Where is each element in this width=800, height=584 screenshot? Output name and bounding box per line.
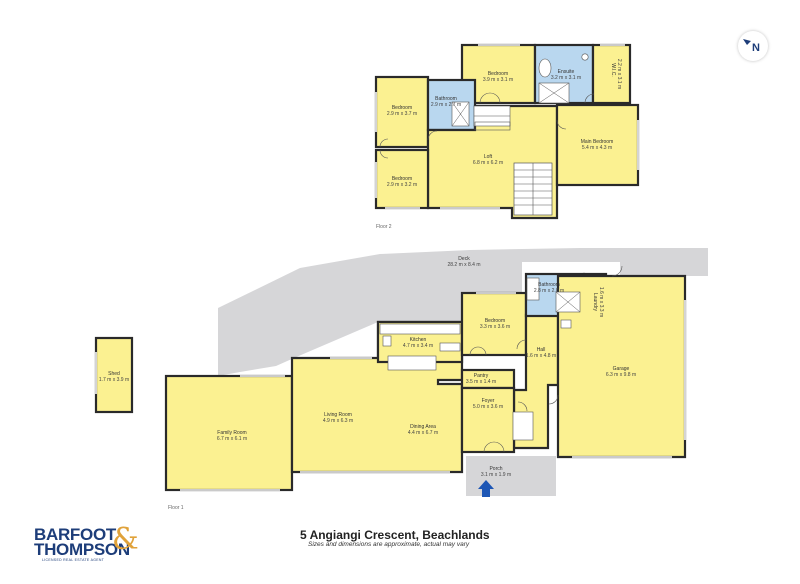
floor-1: [94, 248, 708, 497]
brand-line-2: THOMPSON: [34, 540, 130, 559]
label-foyer: Foyer: [482, 398, 495, 404]
floor-2: [374, 43, 640, 220]
compass-arrow-icon: N: [743, 39, 760, 54]
brand-tagline: LICENSED REAL ESTATE AGENT: [42, 558, 105, 562]
compass-letter: N: [752, 42, 760, 54]
floor-1-label: Floor 1: [168, 505, 184, 511]
dims-bedroom-c: 2.9 m x 3.2 m: [387, 182, 417, 188]
room-shed: [94, 336, 134, 414]
dims-laundry: 1.6 m x 3.3 m: [598, 287, 604, 317]
dims-wic: 2.2 m x 3.1 m: [616, 59, 622, 89]
dims-living: 4.9 m x 6.3 m: [323, 418, 353, 424]
dims-deck: 28.2 m x 8.4 m: [447, 262, 480, 268]
brand-logo: BARFOOT THOMPSON: [34, 525, 130, 559]
label-bedroom-d: Bedroom: [485, 318, 505, 324]
room-labels: Bedroom 3.9 m x 3.1 m Ensuite 3.2 m x 3.…: [99, 59, 636, 511]
label-bathroom-upper: Bathroom: [435, 96, 457, 102]
brand-ampersand: &: [112, 522, 139, 557]
dims-loft: 6.8 m x 6.2 m: [473, 160, 503, 166]
dims-pantry: 3.5 m x 1.4 m: [466, 379, 496, 385]
label-kitchen: Kitchen: [410, 337, 427, 343]
dims-main-bedroom: 5.4 m x 4.3 m: [582, 145, 612, 151]
label-dining: Dining Area: [410, 424, 436, 430]
compass: N: [738, 31, 768, 61]
dims-garage: 6.3 m x 9.8 m: [606, 372, 636, 378]
label-pantry: Pantry: [474, 373, 489, 379]
room-main-bedroom: [555, 103, 640, 187]
dims-shed: 1.7 m x 3.9 m: [99, 377, 129, 383]
label-garage: Garage: [613, 366, 630, 372]
label-wic: W.I.C.: [610, 63, 616, 77]
label-hall: Hall: [537, 347, 546, 353]
label-family: Family Room: [217, 430, 246, 436]
dims-bedroom-a: 3.9 m x 3.1 m: [483, 77, 513, 83]
brand-line-1: BARFOOT: [34, 525, 116, 544]
dims-bathroom-lower: 2.8 m x 2.0 m: [534, 288, 564, 294]
label-deck: Deck: [458, 256, 470, 262]
dims-kitchen: 4.7 m x 3.4 m: [403, 343, 433, 349]
dims-family: 6.7 m x 6.1 m: [217, 436, 247, 442]
disclaimer-note: Sizes and dimensions are approximate, ac…: [308, 541, 470, 548]
label-main-bedroom: Main Bedroom: [581, 139, 614, 145]
entry-arrow-icon: [478, 480, 494, 497]
label-bedroom-b: Bedroom: [392, 105, 412, 111]
label-shed: Shed: [108, 371, 120, 377]
label-bedroom-a: Bedroom: [488, 71, 508, 77]
dims-bathroom-upper: 2.9 m x 2.7 m: [431, 102, 461, 108]
label-bedroom-c: Bedroom: [392, 176, 412, 182]
porch: [466, 456, 556, 496]
label-loft: Loft: [484, 154, 493, 160]
deck: [218, 248, 708, 376]
stairs-upper: [513, 162, 553, 216]
dims-dining: 4.4 m x 6.7 m: [408, 430, 438, 436]
room-family: [164, 374, 294, 492]
dims-porch: 3.1 m x 1.9 m: [481, 472, 511, 478]
label-bathroom-lower: Bathroom: [538, 282, 560, 288]
room-bedroom-d: [460, 291, 528, 357]
floor-2-label: Floor 2: [376, 224, 392, 230]
room-foyer: [460, 386, 516, 454]
label-living: Living Room: [324, 412, 352, 418]
label-ensuite: Ensuite: [558, 69, 575, 75]
label-laundry: Laundry: [592, 293, 598, 312]
dims-ensuite: 3.2 m x 3.1 m: [551, 75, 581, 81]
label-porch: Porch: [489, 466, 502, 472]
property-address: 5 Angiangi Crescent, Beachlands: [300, 528, 490, 542]
dims-bedroom-d: 3.3 m x 3.6 m: [480, 324, 510, 330]
dims-bedroom-b: 2.9 m x 3.7 m: [387, 111, 417, 117]
dims-hall: 1.6 m x 4.8 m: [526, 353, 556, 359]
dims-foyer: 5.0 m x 3.6 m: [473, 404, 503, 410]
room-bedroom-c: [374, 148, 430, 210]
